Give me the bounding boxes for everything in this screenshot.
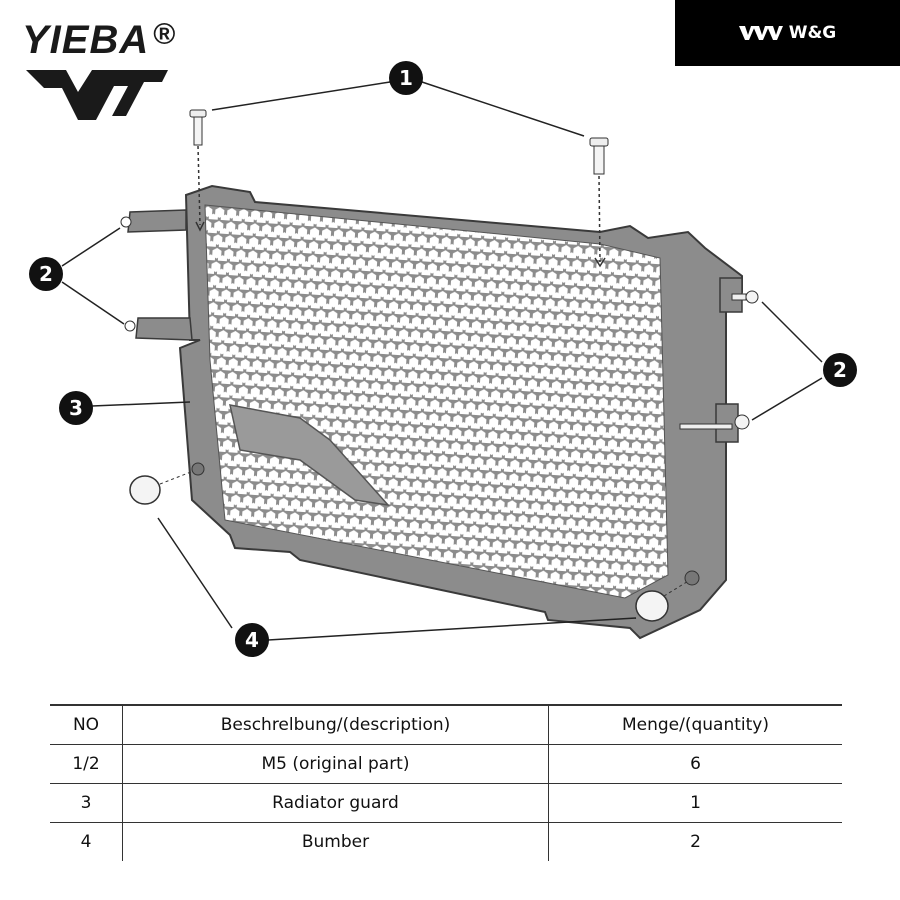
callout-4: 4 bbox=[235, 623, 269, 657]
row-no: 3 bbox=[50, 783, 123, 823]
row-no: 4 bbox=[50, 822, 123, 861]
header-no: NO bbox=[50, 704, 123, 745]
svg-text:4: 4 bbox=[245, 628, 259, 652]
guard-mesh bbox=[204, 204, 669, 599]
registered-mark: ® bbox=[153, 18, 177, 51]
brand-logo: YIEBA® bbox=[22, 18, 212, 128]
parts-table: NO Beschrelbung/(description) Menge/(qua… bbox=[50, 704, 842, 861]
table-header-row: NO Beschrelbung/(description) Menge/(qua… bbox=[50, 704, 842, 745]
brand-name-text: YIEBA bbox=[22, 18, 150, 62]
table-row: 3 Radiator guard 1 bbox=[50, 783, 842, 823]
brand-name: YIEBA® bbox=[22, 18, 176, 63]
callout-3: 3 bbox=[59, 391, 93, 425]
table-row: 1/2 M5 (original part) 6 bbox=[50, 744, 842, 784]
left-bracket-bottom bbox=[135, 317, 193, 341]
wg-label: W&G bbox=[788, 23, 837, 43]
svg-text:2: 2 bbox=[833, 358, 847, 382]
callout-1: 1 bbox=[389, 61, 423, 95]
right-top-bolt bbox=[731, 290, 759, 304]
top-left-screw bbox=[189, 109, 207, 232]
bumper-left bbox=[129, 462, 205, 505]
row-description: Radiator guard bbox=[122, 783, 549, 823]
row-quantity: 6 bbox=[548, 744, 842, 784]
brand-mark-icon bbox=[26, 70, 168, 120]
callout-2-right: 2 bbox=[823, 353, 857, 387]
callout-2-left: 2 bbox=[29, 257, 63, 291]
svg-text:1: 1 bbox=[399, 66, 413, 90]
left-bracket-top bbox=[127, 209, 187, 233]
left-top-bolt bbox=[120, 216, 132, 228]
row-description: M5 (original part) bbox=[122, 744, 549, 784]
left-bottom-bolt bbox=[124, 320, 136, 332]
wg-badge: W&G bbox=[675, 0, 900, 66]
exploded-diagram: 1 2 2 3 4 bbox=[29, 61, 857, 657]
table-row: 4 Bumber 2 bbox=[50, 822, 842, 861]
row-quantity: 1 bbox=[548, 783, 842, 823]
header-description: Beschrelbung/(description) bbox=[122, 704, 549, 745]
row-quantity: 2 bbox=[690, 832, 701, 852]
svg-text:2: 2 bbox=[39, 262, 53, 286]
svg-text:3: 3 bbox=[69, 396, 83, 420]
row-no: 1/2 bbox=[50, 744, 123, 784]
guard-emblem bbox=[229, 404, 390, 507]
top-right-screw bbox=[589, 137, 609, 268]
row-description: Bumber bbox=[122, 822, 549, 861]
bumper-right bbox=[635, 570, 700, 622]
header-quantity: Menge/(quantity) bbox=[548, 704, 842, 745]
right-bottom-bolt bbox=[679, 414, 750, 430]
wg-logo-icon bbox=[738, 26, 783, 40]
right-bracket-top bbox=[719, 277, 743, 313]
leader-lines bbox=[61, 81, 823, 641]
